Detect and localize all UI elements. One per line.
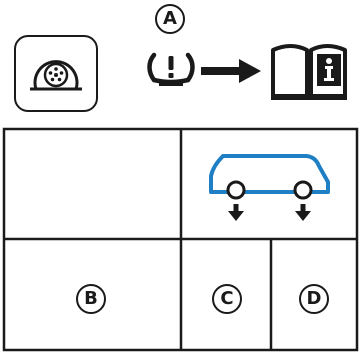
tyre-wheel-icon — [29, 59, 82, 90]
tpms-warning-icon — [147, 52, 195, 86]
label-a: A — [155, 4, 185, 34]
vehicle-tyre-pressure-icon — [209, 154, 330, 221]
label-c: C — [212, 284, 242, 314]
label-d: D — [299, 284, 329, 314]
wheel-icon-box — [14, 35, 98, 112]
arrow-right-icon — [201, 59, 261, 83]
label-b: B — [76, 284, 106, 314]
owners-manual-icon — [271, 44, 347, 100]
